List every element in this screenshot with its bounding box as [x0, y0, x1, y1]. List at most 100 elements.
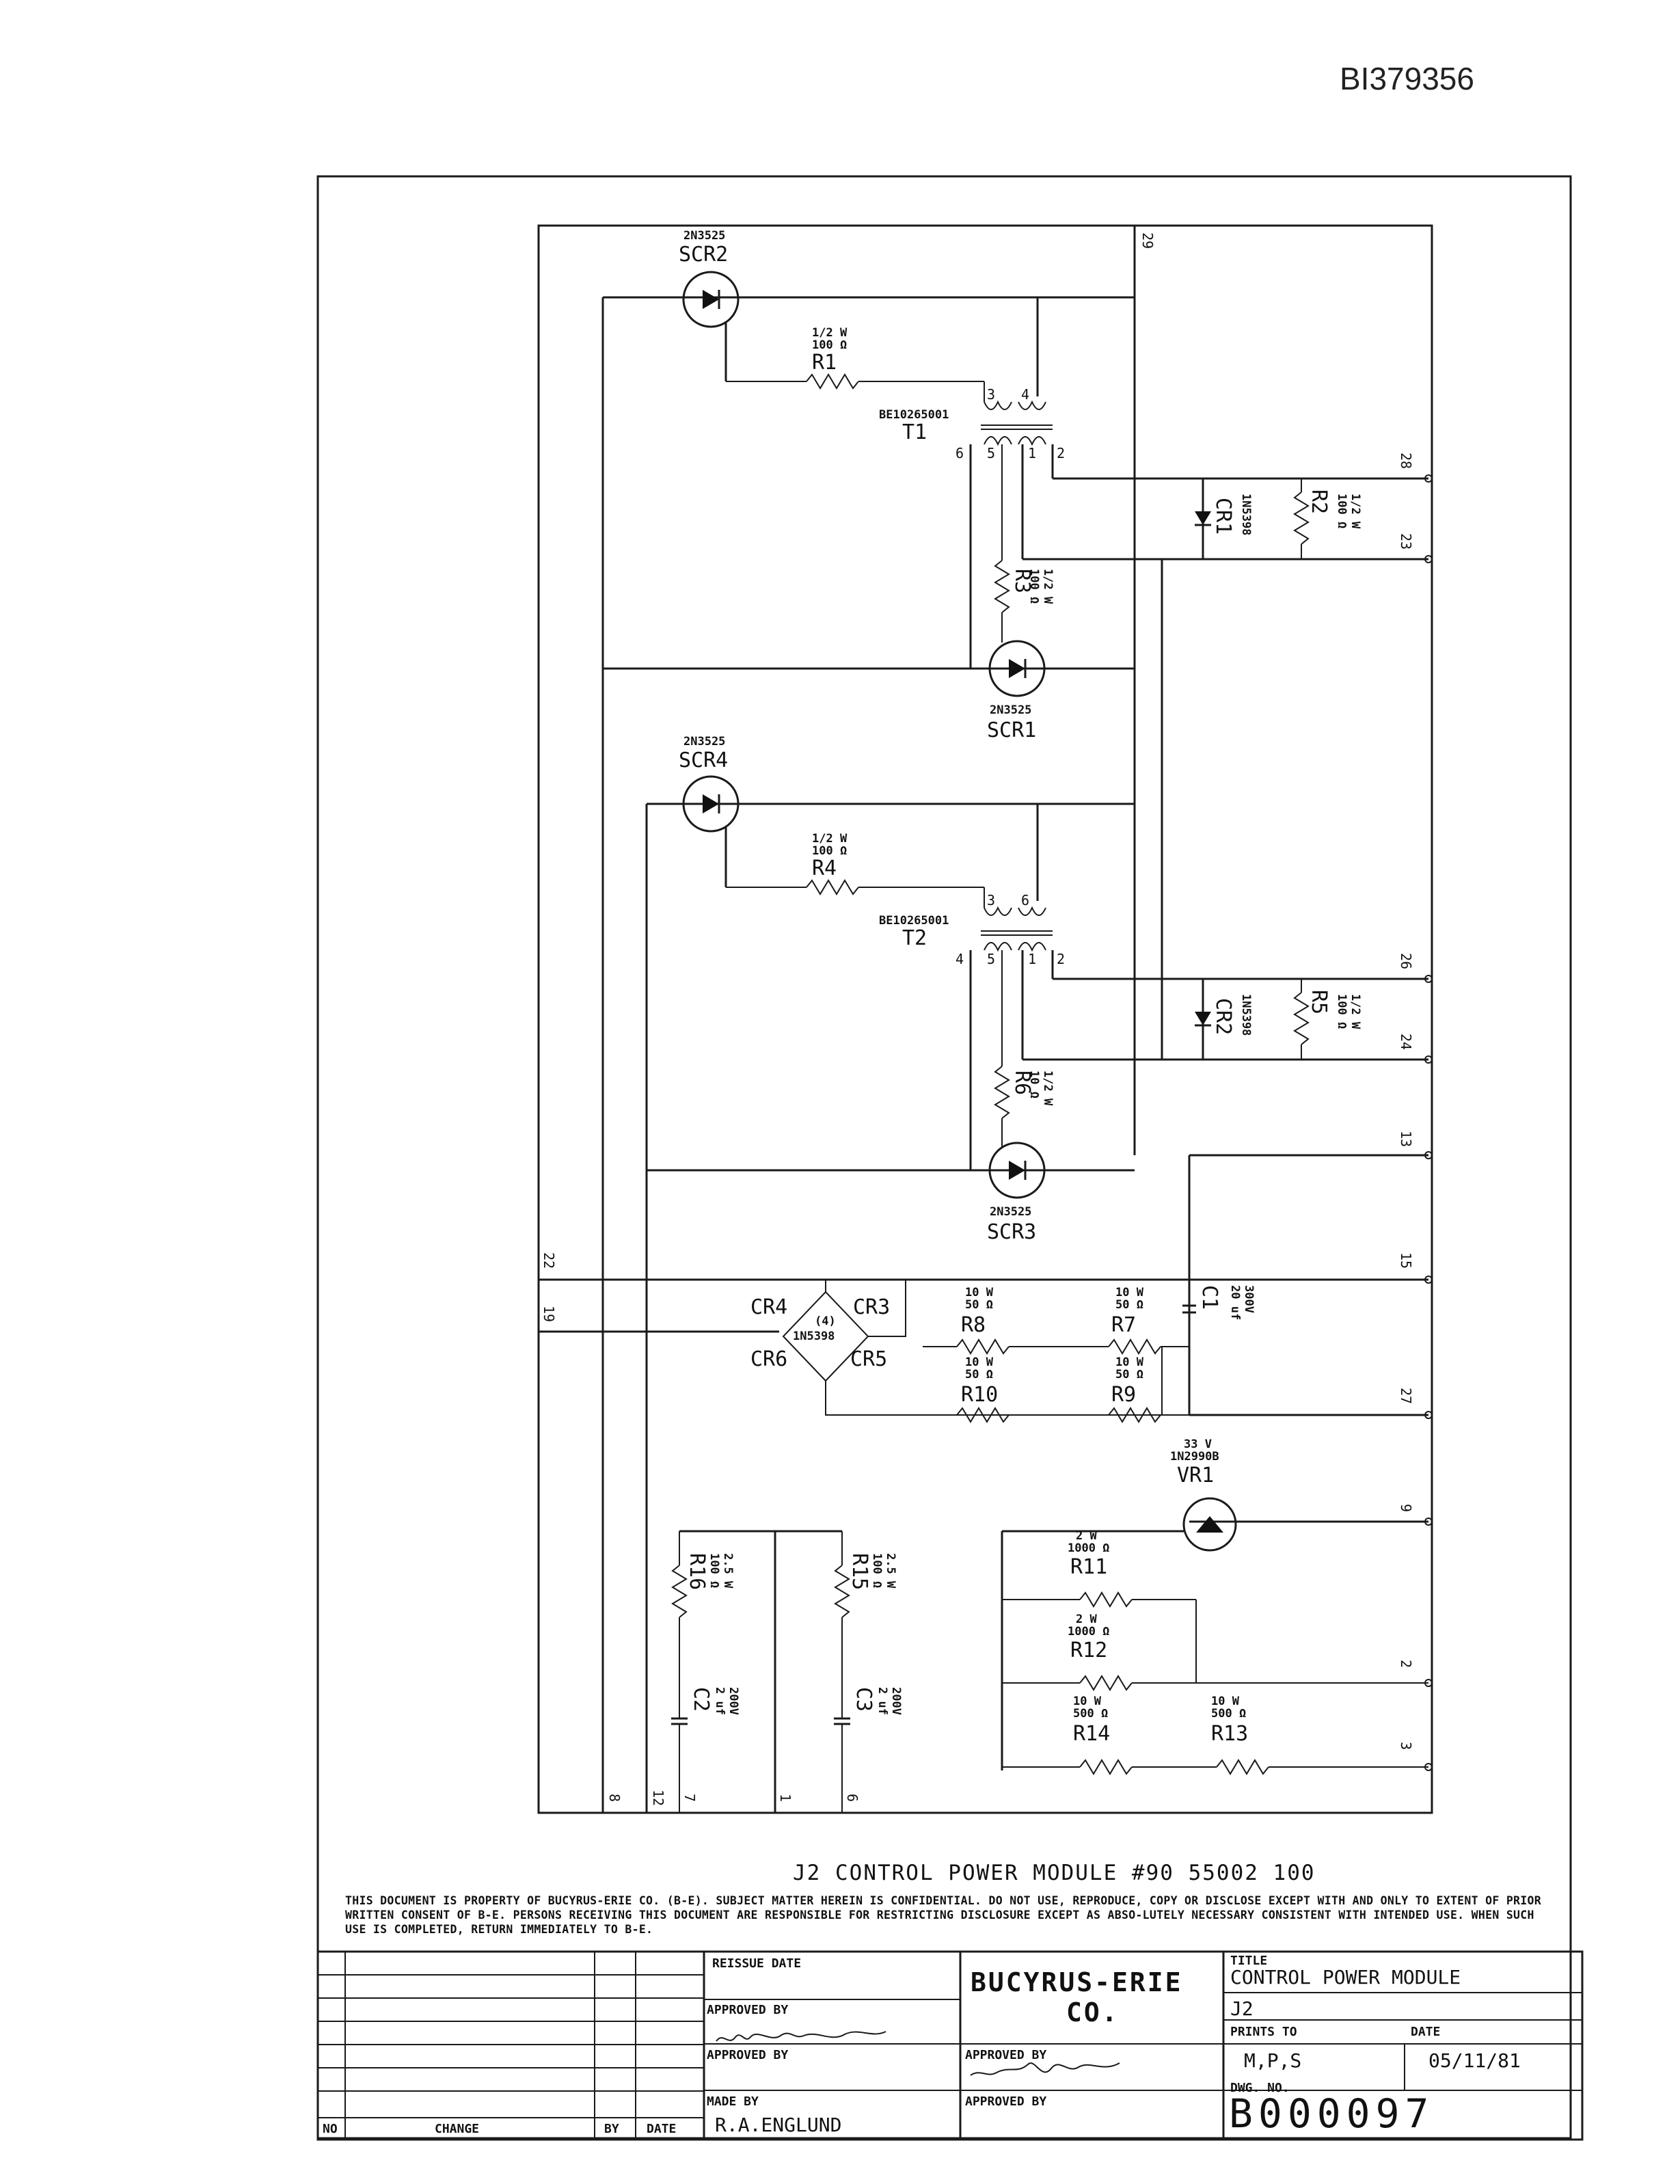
scr1-part: 2N3525 [990, 703, 1031, 717]
r6-rating: 1/2 W [1041, 1070, 1055, 1106]
t2-pin: 5 [987, 951, 995, 967]
made-by-value: R.A.ENGLUND [715, 2114, 842, 2136]
upper-circuit [601, 226, 1428, 1155]
terminal-pads [1424, 474, 1433, 1771]
t1-part: BE10265001 [879, 408, 949, 422]
t1-pin: 6 [956, 445, 964, 461]
r4-name: R4 [812, 857, 837, 880]
r14-value: 500 Ω [1073, 1707, 1108, 1721]
left-terminals: 22 19 [541, 1252, 557, 1322]
r16-value: 100 Ω [707, 1553, 721, 1588]
c1-value: 20 uf [1228, 1285, 1242, 1320]
t1-pin: 1 [1028, 445, 1036, 461]
company-name: BUCYRUS-ERIE [971, 1967, 1183, 1997]
scr4-part: 2N3525 [683, 735, 725, 749]
r15-value: 100 Ω [870, 1553, 884, 1588]
scr2-part: 2N3525 [683, 229, 725, 243]
r15-rating: 2.5 W [884, 1553, 897, 1589]
r8-name: R8 [961, 1313, 986, 1337]
t2-pin: 2 [1057, 951, 1065, 967]
r11-rating: 2 W [1076, 1529, 1097, 1543]
prints-to-label: PRINTS TO [1230, 2025, 1297, 2039]
date-value: 05/11/81 [1428, 2049, 1521, 2072]
scr3-part: 2N3525 [990, 1205, 1031, 1219]
r12-value: 1000 Ω [1068, 1625, 1109, 1639]
r16-name: R16 [685, 1553, 709, 1590]
title-value: CONTROL POWER MODULE [1230, 1966, 1461, 1988]
t1-pin: 2 [1057, 445, 1065, 461]
c3-rating: 200V [889, 1687, 903, 1715]
confidentiality-notice: THIS DOCUMENT IS PROPERTY OF BUCYRUS-ERI… [345, 1894, 1541, 1936]
prints-to-value: M,P,S [1244, 2049, 1302, 2072]
terminal-label: 12 [650, 1790, 666, 1806]
c3-name: C3 [852, 1687, 876, 1712]
scr1-name: SCR1 [987, 718, 1036, 742]
terminal-label: 6 [844, 1794, 861, 1802]
r11-value: 1000 Ω [1068, 1541, 1109, 1555]
cr2-name: CR2 [1211, 998, 1235, 1035]
middle-circuit [645, 775, 1428, 1813]
t1-pin: 4 [1021, 386, 1029, 403]
reissue-date-label: REISSUE DATE [712, 1956, 802, 1971]
title-label: TITLE [1230, 1954, 1268, 1968]
r3-name: R3 [1010, 569, 1034, 593]
terminal-label: 28 [1398, 453, 1414, 469]
c3-value: 2 uf [876, 1687, 889, 1715]
bridge-part: 1N5398 [793, 1330, 835, 1343]
dwg-no-value: B000097 [1229, 2090, 1435, 2137]
t1-pin: 3 [987, 386, 995, 403]
r8-value: 50 Ω [965, 1298, 993, 1312]
terminal-label: 29 [1139, 232, 1156, 249]
rev-change-header: CHANGE [435, 2122, 480, 2136]
c2-value: 2 uf [713, 1687, 727, 1715]
r9-rating: 10 W [1115, 1356, 1144, 1369]
t2-part: BE10265001 [879, 914, 949, 928]
r8-rating: 10 W [965, 1286, 994, 1299]
r10-name: R10 [961, 1383, 998, 1407]
right-terminals: 29 28 23 26 24 13 15 27 9 2 3 [1139, 232, 1414, 1750]
subtitle-value: J2 [1230, 1997, 1254, 2020]
r2-name: R2 [1307, 489, 1331, 514]
r5-rating: 1/2 W [1349, 994, 1362, 1029]
title-block-grid [316, 1950, 1584, 2141]
t2-pin: 1 [1028, 951, 1036, 967]
r10-rating: 10 W [965, 1356, 994, 1369]
terminal-label: 8 [606, 1794, 623, 1802]
approved-by-label: APPROVED BY [707, 2048, 789, 2062]
company-suffix: CO. [1066, 1997, 1120, 2027]
scr3-name: SCR3 [987, 1220, 1036, 1244]
cr5-name: CR5 [850, 1347, 887, 1371]
cr1-name: CR1 [1211, 498, 1235, 535]
bridge-count: (4) [815, 1315, 836, 1328]
drawing-border [316, 175, 1572, 2140]
r9-value: 50 Ω [1115, 1368, 1143, 1381]
cr4-name: CR4 [750, 1295, 787, 1319]
r13-name: R13 [1211, 1722, 1248, 1746]
r16-rating: 2.5 W [721, 1553, 735, 1589]
t2-name: T2 [902, 926, 927, 950]
signature [970, 2062, 1120, 2076]
c2-name: C2 [689, 1687, 713, 1712]
vr1-name: VR1 [1177, 1464, 1214, 1487]
t1-pin: 5 [987, 445, 995, 461]
bridge-filter [539, 1154, 1428, 1423]
terminal-label: 27 [1398, 1388, 1414, 1404]
lower-section [601, 669, 1428, 1813]
r5-name: R5 [1307, 990, 1331, 1014]
r7-name: R7 [1111, 1313, 1136, 1337]
module-outline [537, 224, 1433, 1814]
approved-by-label: APPROVED BY [707, 2003, 789, 2017]
r3-value: 100 Ω [1027, 569, 1041, 604]
r3-rating: 1/2 W [1041, 569, 1055, 604]
cr2-part: 1N5398 [1239, 994, 1253, 1036]
terminal-label: 24 [1398, 1034, 1414, 1050]
terminal-label: 7 [681, 1794, 698, 1802]
r12-rating: 2 W [1076, 1613, 1097, 1626]
terminal-label: 22 [541, 1252, 557, 1269]
r1-value: 100 Ω [812, 338, 847, 352]
terminal-label: 1 [777, 1794, 794, 1802]
r14-rating: 10 W [1073, 1695, 1102, 1708]
c1-rating: 300V [1242, 1285, 1256, 1313]
terminal-label: 23 [1398, 533, 1414, 550]
